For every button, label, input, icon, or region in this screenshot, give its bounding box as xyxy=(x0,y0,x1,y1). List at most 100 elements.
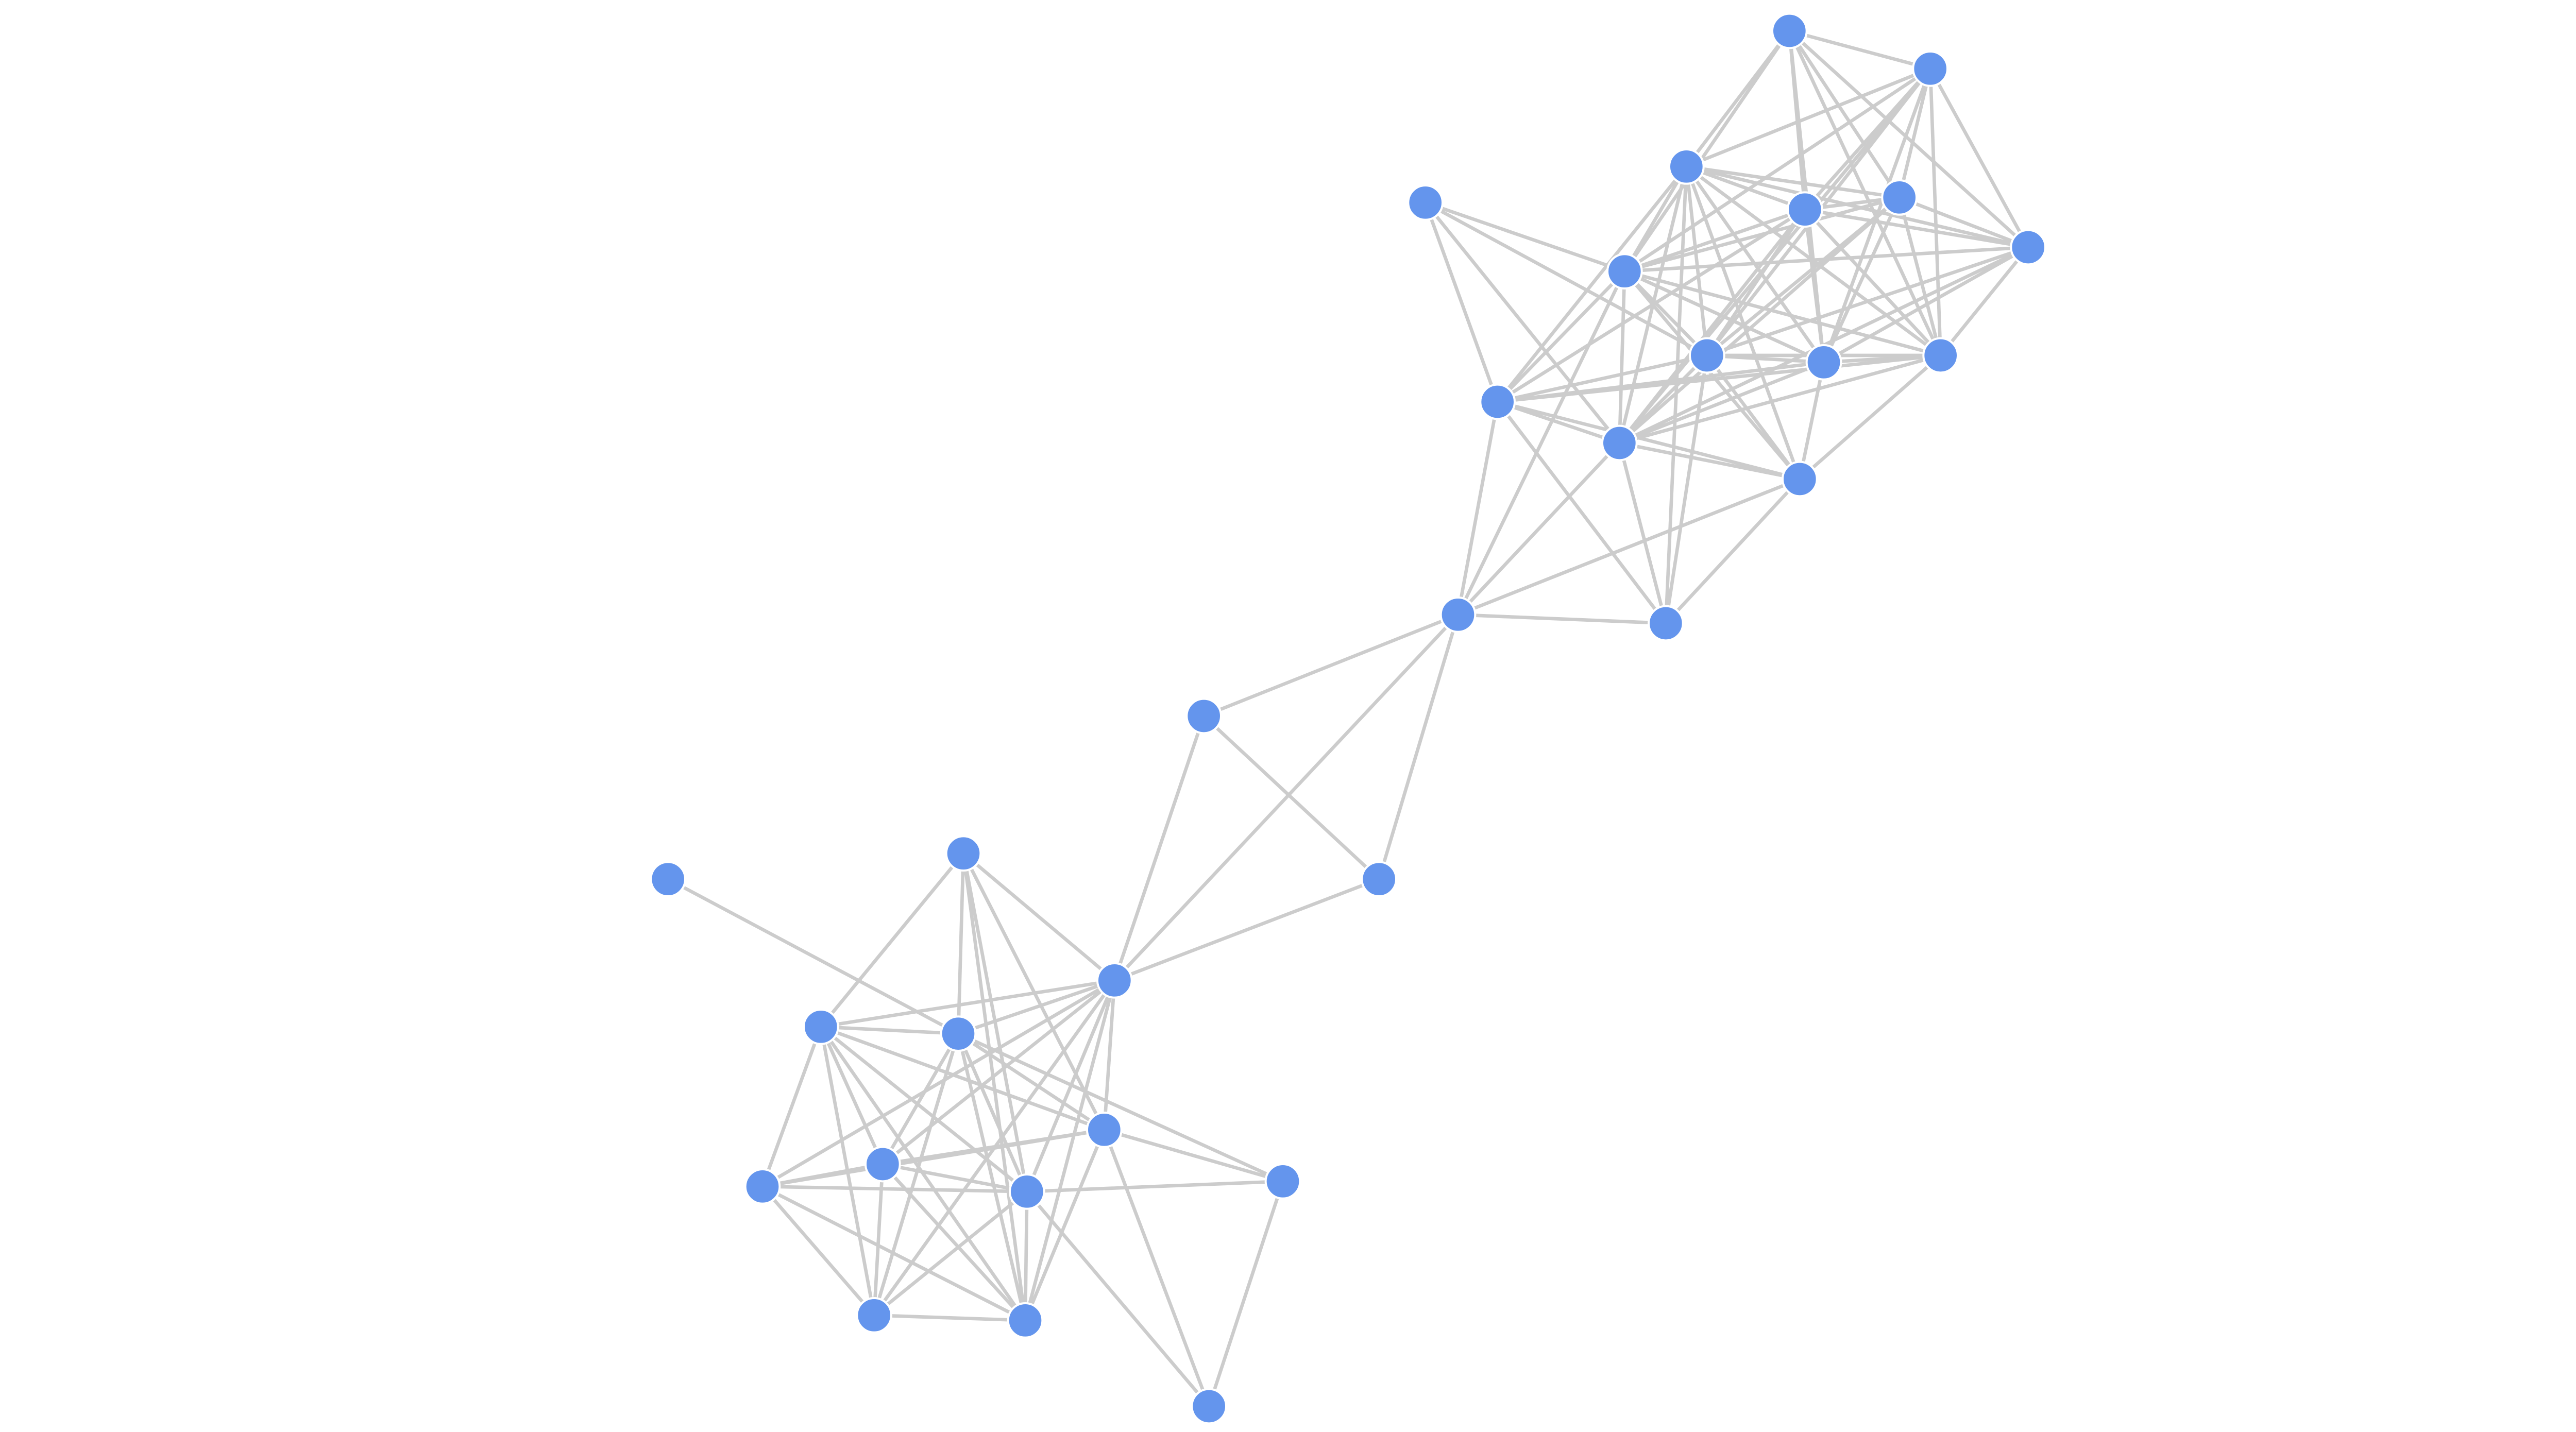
edge-G-I xyxy=(1425,201,1708,357)
edge-A-E xyxy=(1788,30,1901,199)
edge-E-M xyxy=(1618,196,1901,445)
edge-K-N xyxy=(1799,354,1942,481)
edge-V-W xyxy=(821,1025,959,1035)
node-H[interactable] xyxy=(1606,253,1643,290)
edge-AC-AD xyxy=(874,1314,1026,1322)
edge-L-P xyxy=(1496,400,1667,625)
edge-B-E xyxy=(1897,68,1932,198)
edge-C-H xyxy=(1623,165,1688,272)
edge-V-Z xyxy=(760,1026,823,1187)
node-P[interactable] xyxy=(1648,605,1684,642)
edge-W-AA xyxy=(956,1033,1029,1192)
edge-O-R xyxy=(1377,614,1460,880)
node-Q[interactable] xyxy=(1185,697,1223,735)
edge-B-H xyxy=(1623,67,1931,273)
edge-H-O xyxy=(1456,270,1626,616)
edge-AA-AC xyxy=(873,1190,1028,1317)
node-B[interactable] xyxy=(1912,50,1949,87)
edge-C-L xyxy=(1496,165,1688,403)
node-R[interactable] xyxy=(1361,861,1398,897)
node-J[interactable] xyxy=(1805,344,1842,381)
edge-F-K xyxy=(1939,246,2030,357)
edge-AA-AB xyxy=(1027,1180,1283,1194)
node-N[interactable] xyxy=(1782,461,1818,498)
node-S[interactable] xyxy=(650,861,686,897)
edge-I-L xyxy=(1497,353,1708,404)
node-AE[interactable] xyxy=(1191,1388,1228,1425)
edge-S-W xyxy=(667,877,959,1035)
node-E[interactable] xyxy=(1881,179,1918,216)
node-AD[interactable] xyxy=(1007,1302,1044,1339)
node-X[interactable] xyxy=(1086,1112,1123,1148)
edge-Z-AD xyxy=(761,1185,1026,1322)
edge-D-I xyxy=(1705,208,1807,356)
node-M[interactable] xyxy=(1601,424,1638,462)
edge-U-V xyxy=(820,979,1115,1029)
edge-G-L xyxy=(1423,202,1499,403)
edge-D-L xyxy=(1496,208,1806,403)
node-U[interactable] xyxy=(1096,962,1133,999)
edge-V-Y xyxy=(819,1026,885,1165)
edge-B-F xyxy=(1928,67,2030,248)
edge-A-F xyxy=(1788,29,2029,249)
edge-F-H xyxy=(1624,245,2028,273)
node-W[interactable] xyxy=(940,1015,977,1052)
edge-J-N xyxy=(1798,362,1826,480)
edge-O-U xyxy=(1113,613,1460,982)
node-AA[interactable] xyxy=(1009,1173,1045,1210)
edge-E-J xyxy=(1822,196,1901,363)
node-G[interactable] xyxy=(1407,184,1444,221)
edge-C-F xyxy=(1686,165,2029,249)
edge-AA-AD xyxy=(1023,1191,1029,1321)
node-K[interactable] xyxy=(1922,337,1959,374)
node-L[interactable] xyxy=(1479,383,1516,420)
edge-M-P xyxy=(1618,442,1668,624)
node-D[interactable] xyxy=(1787,191,1823,228)
edge-C-N xyxy=(1685,166,1802,480)
edge-V-AA xyxy=(820,1025,1028,1193)
edge-W-AB xyxy=(957,1032,1284,1183)
node-I[interactable] xyxy=(1689,337,1725,374)
edge-Q-R xyxy=(1202,714,1380,881)
edge-A-B xyxy=(1789,29,1931,71)
edge-F-I xyxy=(1706,245,2029,357)
edge-W-X xyxy=(957,1032,1106,1132)
node-C[interactable] xyxy=(1668,148,1705,185)
edge-U-AD xyxy=(1023,980,1116,1321)
edge-D-H xyxy=(1624,208,1806,273)
edge-D-F xyxy=(1804,208,2029,249)
node-AC[interactable] xyxy=(856,1297,892,1334)
edge-K-M xyxy=(1619,353,1941,445)
node-AB[interactable] xyxy=(1264,1163,1301,1200)
edge-U-Y xyxy=(882,979,1116,1166)
edge-N-O xyxy=(1457,477,1801,617)
edge-M-N xyxy=(1619,441,1800,481)
edge-U-Z xyxy=(761,979,1116,1188)
edge-R-U xyxy=(1114,877,1380,982)
node-A[interactable] xyxy=(1771,12,1808,49)
edge-T-V xyxy=(819,852,965,1028)
edge-W-AC xyxy=(872,1033,960,1316)
edge-T-U xyxy=(962,852,1116,982)
edge-I-P xyxy=(1664,355,1709,624)
edge-E-F xyxy=(1899,196,2029,249)
edge-D-M xyxy=(1618,208,1806,445)
edge-G-H xyxy=(1425,201,1625,273)
node-O[interactable] xyxy=(1439,596,1477,633)
node-Y[interactable] xyxy=(865,1146,901,1183)
edge-F-J xyxy=(1823,246,2029,364)
edge-E-K xyxy=(1897,197,1942,356)
edge-AA-AE xyxy=(1025,1190,1211,1408)
node-V[interactable] xyxy=(803,1009,839,1045)
node-layer xyxy=(650,12,2047,1425)
node-T[interactable] xyxy=(945,835,982,872)
edge-L-N xyxy=(1497,400,1801,481)
edge-C-E xyxy=(1686,165,1900,199)
node-Z[interactable] xyxy=(744,1168,781,1205)
edge-Y-AA xyxy=(882,1162,1027,1194)
edge-H-L xyxy=(1496,270,1626,403)
node-F[interactable] xyxy=(2010,229,2047,266)
edge-X-AE xyxy=(1103,1129,1211,1407)
edge-Z-AC xyxy=(761,1185,876,1317)
